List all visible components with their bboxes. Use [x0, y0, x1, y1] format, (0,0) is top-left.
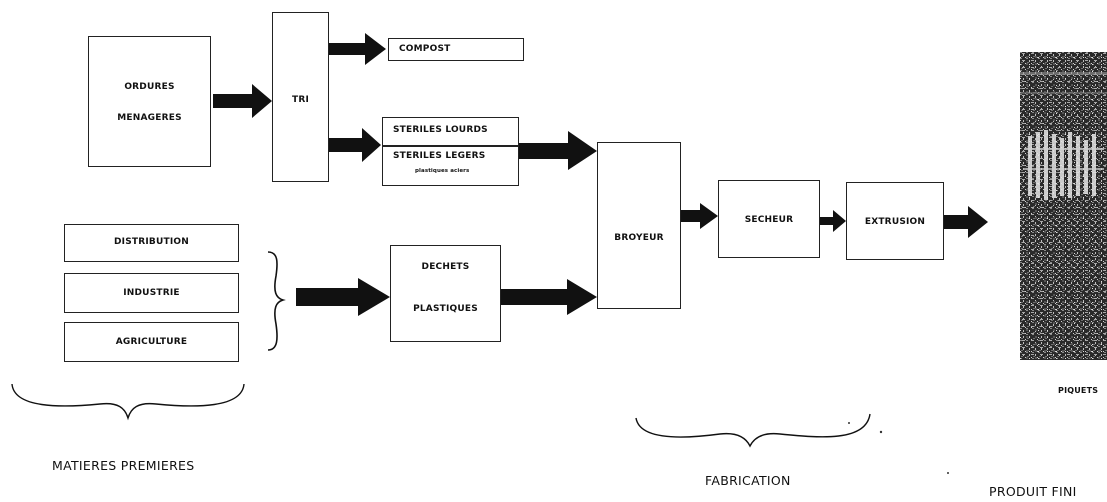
- steriles-legers-sub-label: plastiques aciers: [415, 168, 470, 174]
- brace-sources: [267, 251, 286, 351]
- stray-dot: [879, 430, 883, 434]
- steriles-lourds-box: STERILES LOURDS: [382, 117, 519, 146]
- brace-fabrication: [635, 413, 871, 448]
- broyeur-label: BROYEUR: [614, 233, 664, 243]
- broyeur-box: BROYEUR: [597, 142, 681, 309]
- produit-fini-caption: PRODUIT FINI: [989, 484, 1077, 499]
- secheur-label: SECHEUR: [744, 215, 794, 225]
- piquets-label: PIQUETS: [1058, 386, 1099, 395]
- agriculture-box: AGRICULTURE: [64, 322, 239, 362]
- arrow-ordures-to-tri: [213, 84, 272, 118]
- industrie-label: INDUSTRIE: [123, 288, 180, 298]
- matieres-premieres-caption: MATIERES PREMIERES: [52, 458, 195, 473]
- plastiques-label: PLASTIQUES: [413, 304, 478, 314]
- arrow-steriles-to-broyeur: [519, 131, 597, 170]
- steriles-legers-box: STERILES LEGERS plastiques aciers: [382, 146, 519, 186]
- ordures-menageres-box: ORDURES MENAGERES: [88, 36, 211, 167]
- arrow-secheur-to-extrusion: [820, 210, 846, 232]
- extrusion-label: EXTRUSION: [864, 217, 926, 227]
- stray-dot: [848, 422, 850, 424]
- tri-label: TRI: [291, 95, 310, 105]
- secheur-box: SECHEUR: [718, 180, 820, 258]
- steriles-lourds-label: STERILES LOURDS: [393, 125, 488, 135]
- dechets-plastiques-box: DECHETS PLASTIQUES: [390, 245, 501, 342]
- arrow-sources-to-dechets: [296, 278, 390, 316]
- compost-label: COMPOST: [399, 44, 451, 54]
- dechets-label: DECHETS: [421, 262, 470, 272]
- compost-box: COMPOST: [388, 38, 524, 61]
- arrow-dechets-to-broyeur: [500, 279, 597, 315]
- distribution-box: DISTRIBUTION: [64, 224, 239, 262]
- brace-matieres-premieres: [11, 383, 245, 421]
- arrow-extrusion-to-product: [944, 206, 988, 238]
- arrow-tri-to-compost: [328, 33, 386, 65]
- steriles-legers-label: STERILES LEGERS: [393, 151, 486, 161]
- tri-box: TRI: [272, 12, 329, 182]
- distribution-label: DISTRIBUTION: [114, 237, 189, 247]
- fabrication-caption: FABRICATION: [705, 473, 791, 488]
- arrow-broyeur-to-secheur: [680, 203, 718, 229]
- agriculture-label: AGRICULTURE: [115, 337, 188, 347]
- stray-dot: [947, 472, 949, 474]
- arrow-tri-to-steriles: [328, 128, 381, 162]
- industrie-box: INDUSTRIE: [64, 273, 239, 313]
- piquets-photo: [1020, 52, 1107, 360]
- menageres-label: MENAGERES: [117, 113, 182, 123]
- extrusion-box: EXTRUSION: [846, 182, 944, 260]
- ordures-label: ORDURES: [124, 82, 175, 92]
